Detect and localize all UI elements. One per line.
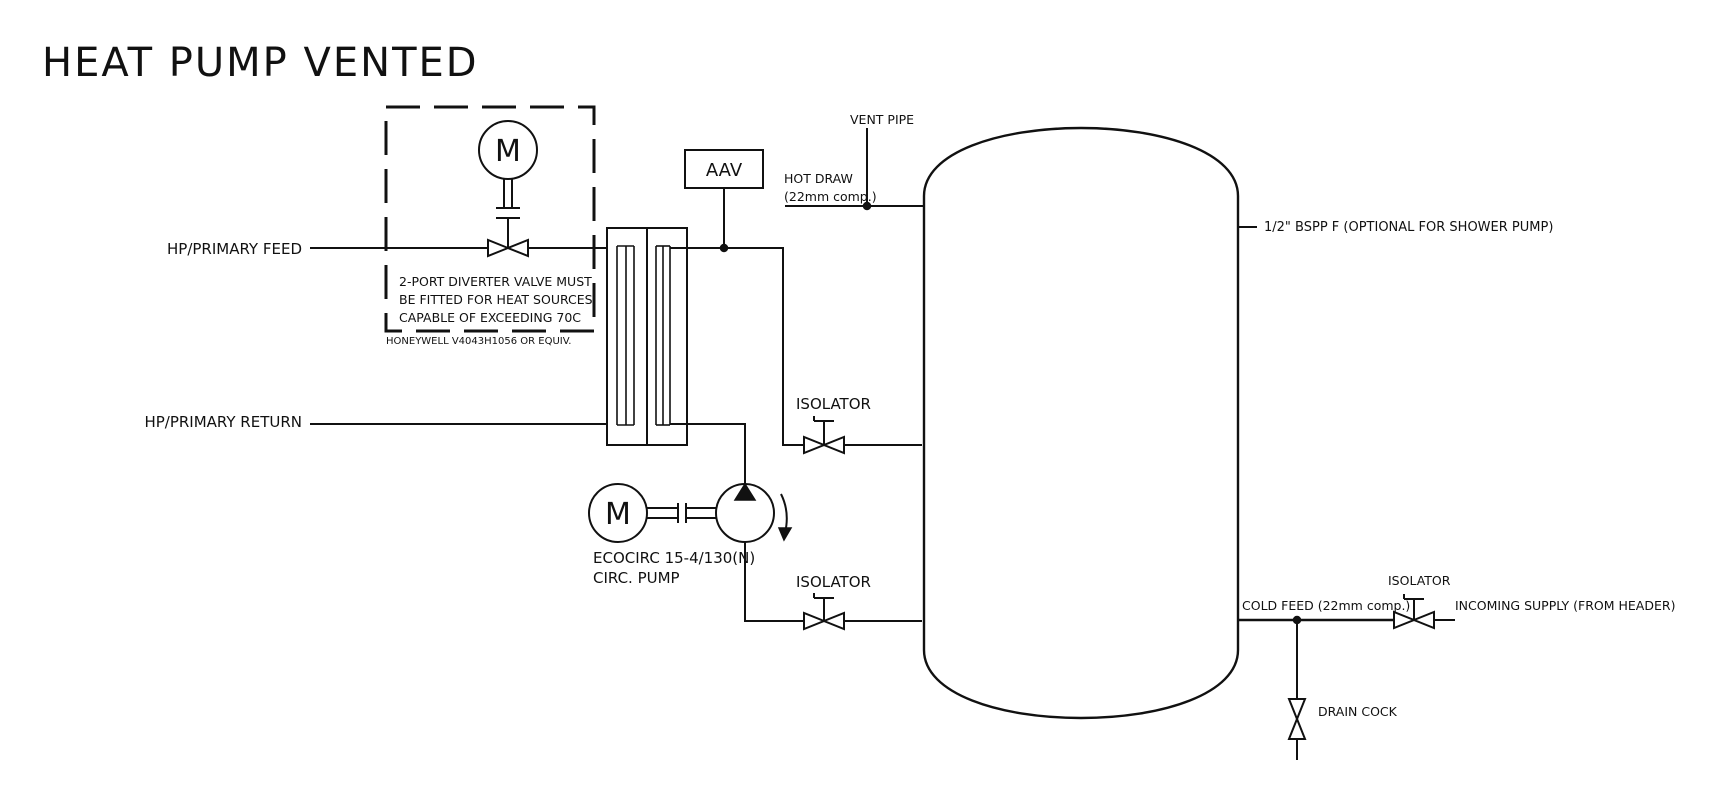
diverter-actuator-stem [496,179,520,248]
shower-pump-port-label: 1/2" BSPP F (OPTIONAL FOR SHOWER PUMP) [1264,220,1553,235]
circ-pump-direction-icon [733,482,757,501]
hot-draw-label: HOT DRAW [784,171,853,186]
aav-label: AAV [706,160,743,181]
pump-to-lower-isolator-pipe [744,542,804,622]
vent-pipe-label: VENT PIPE [850,112,914,127]
isolator-supply-label: ISOLATOR [1388,573,1451,588]
drain-cock-valve-icon [1287,698,1307,740]
page-title: HEAT PUMP VENTED [42,40,479,86]
diverter-note-line-1: 2-PORT DIVERTER VALVE MUST [399,274,592,289]
plate-heat-exchanger [606,227,688,446]
isolator-lower-label: ISOLATOR [796,573,871,591]
rotation-arrowhead-icon [777,527,793,542]
circ-pump-desc-label: CIRC. PUMP [593,569,680,587]
hot-draw-junction-dot [862,201,872,211]
circ-pump-coupling [647,503,716,523]
diverter-motor-symbol [478,120,538,180]
hp-primary-feed-label: HP/PRIMARY FEED [167,240,302,258]
rotation-arrow-icon [780,493,788,534]
circ-pump-motor-symbol [588,483,648,543]
hot-draw-size-label: (22mm comp.) [784,189,877,204]
diverter-motor-letter: M [495,134,521,169]
exchanger-to-upper-isolator-pipe [670,247,804,446]
diverter-note-line-2: BE FITTED FOR HEAT SOURCES [399,292,593,307]
hot-water-cylinder [922,126,1240,720]
circ-pump-motor-letter: M [605,497,631,532]
cold-feed-label: COLD FEED (22mm comp.) [1242,598,1410,613]
drain-cock-label: DRAIN COCK [1318,704,1398,719]
circ-pump-model-label: ECOCIRC 15-4/130(N) [593,549,755,567]
exchanger-to-pump-pipe [670,423,746,484]
aav-box [684,149,764,189]
isolator-lower-valve-icon [803,593,845,631]
isolator-upper-valve-icon [803,416,845,455]
incoming-supply-label: INCOMING SUPPLY (FROM HEADER) [1455,598,1675,613]
hp-primary-return-label: HP/PRIMARY RETURN [144,413,302,431]
honeywell-note: HONEYWELL V4043H1056 OR EQUIV. [386,336,571,347]
diverter-valve-enclosure [384,105,596,333]
diverter-note-line-3: CAPABLE OF EXCEEDING 70C [399,310,581,325]
isolator-upper-label: ISOLATOR [796,395,871,413]
